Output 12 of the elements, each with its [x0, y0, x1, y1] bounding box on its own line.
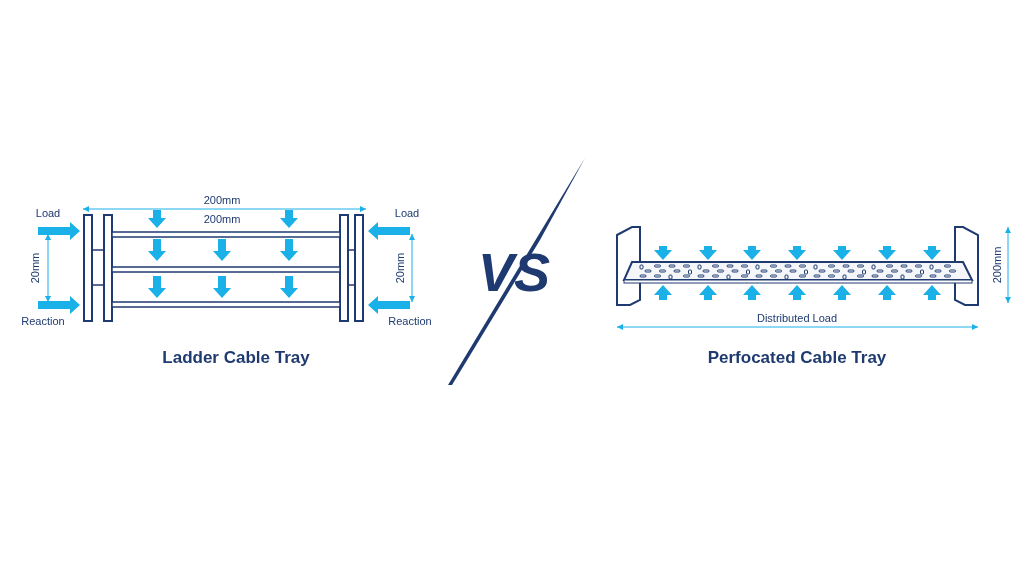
- load-label: Distributed Load: [756, 312, 838, 324]
- force-label: Load: [35, 207, 61, 219]
- dimension-label: 20mm: [394, 252, 406, 284]
- dimension-label: 200mm: [203, 213, 241, 225]
- dimension-label: 200mm: [991, 246, 1003, 284]
- force-label: Load: [394, 207, 420, 219]
- panel-title: Ladder Cable Tray: [162, 348, 310, 366]
- dimension-label: 200mm: [203, 194, 241, 206]
- panel-title: Perfocated Cable Tray: [707, 348, 887, 366]
- dimension-label: 20mm: [29, 252, 41, 284]
- force-label: Reaction: [21, 315, 65, 327]
- force-label: Reaction: [388, 315, 432, 327]
